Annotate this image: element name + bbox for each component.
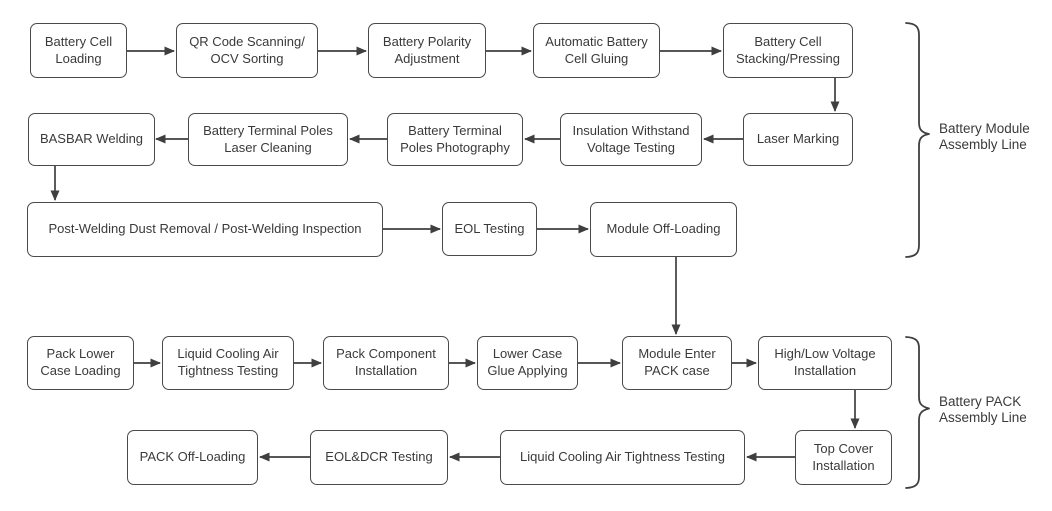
node-top-cover-installation: Top Cover Installation [795,430,892,485]
node-battery-cell-stacking-pressing: Battery Cell Stacking/Pressing [723,23,853,78]
module-line-brace [905,22,930,258]
node-liquid-cooling-air-tightness-testing: Liquid Cooling Air Tightness Testing [162,336,294,390]
pack-line-brace-label: Battery PACK Assembly Line [939,394,1027,426]
node-battery-terminal-poles-photography: Battery Terminal Poles Photography [387,113,523,166]
node-liquid-cooling-air-tightness-testing-final: Liquid Cooling Air Tightness Testing [500,430,745,485]
node-basbar-welding: BASBAR Welding [28,113,155,166]
node-battery-terminal-poles-laser-cleaning: Battery Terminal Poles Laser Cleaning [188,113,348,166]
node-pack-lower-case-loading: Pack Lower Case Loading [27,336,134,390]
node-qr-code-scanning-ocv-sorting: QR Code Scanning/ OCV Sorting [176,23,318,78]
node-post-welding-dust-removal-inspection: Post-Welding Dust Removal / Post-Welding… [27,202,383,257]
module-line-brace-label: Battery Module Assembly Line [939,121,1030,153]
node-battery-polarity-adjustment: Battery Polarity Adjustment [368,23,486,78]
node-lower-case-glue-applying: Lower Case Glue Applying [477,336,578,390]
node-automatic-battery-cell-gluing: Automatic Battery Cell Gluing [533,23,660,78]
node-eol-testing: EOL Testing [442,202,537,256]
node-module-enter-pack-case: Module Enter PACK case [622,336,732,390]
node-pack-component-installation: Pack Component Installation [323,336,449,390]
node-module-off-loading: Module Off-Loading [590,202,737,257]
pack-line-brace [905,336,930,489]
node-high-low-voltage-installation: High/Low Voltage Installation [758,336,892,390]
node-battery-cell-loading: Battery Cell Loading [30,23,127,78]
node-eol-dcr-testing: EOL&DCR Testing [310,430,448,485]
node-laser-marking: Laser Marking [743,113,853,166]
node-insulation-withstand-voltage-testing: Insulation Withstand Voltage Testing [560,113,702,166]
node-pack-off-loading: PACK Off-Loading [127,430,258,485]
module-line-arrows [50,46,840,234]
pack-line-arrows [134,358,860,462]
